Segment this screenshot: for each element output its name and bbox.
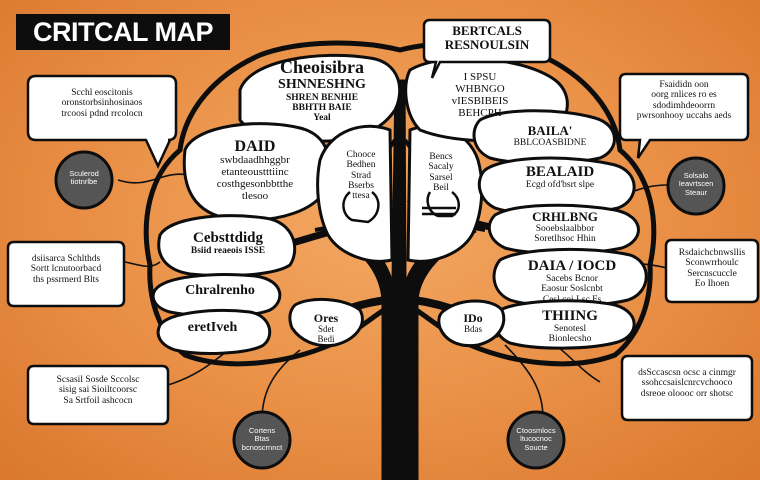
lobe-right-bottom	[493, 299, 636, 350]
callout-left-bottom	[26, 364, 170, 426]
node-right-upper	[666, 156, 726, 216]
callout-left-top	[26, 74, 178, 169]
lobe-text-center-right: Bencs Sacaly Sarsel Beil	[428, 152, 454, 193]
page-title: CRITCAL MAP	[16, 14, 230, 50]
callout-text-right-bottom: dsSccascsn ocsc a cinmgr ssohccsaislcnrc…	[638, 368, 736, 399]
callout-text-right-top: Fsaididn oon oorg rnlices ro es sdodimhd…	[636, 80, 732, 121]
callout-bubbles	[6, 18, 760, 426]
callout-top-center	[422, 18, 552, 79]
lobe-text-trunk-left: Ores Sdet Bedi	[313, 311, 339, 344]
callout-text-right-mid: Rsdaichcbnwsllis Sconwrrhoulc Sercnscucc…	[678, 248, 746, 289]
node-text-right-upper: Solsalo Ieavrtscen Steaur	[678, 171, 714, 197]
lobe-text-left-low: Chralrenho	[185, 283, 255, 298]
node-left-lower	[232, 410, 292, 470]
lobe-left-mid	[157, 214, 297, 278]
lobe-center-right	[406, 124, 484, 263]
node-left-upper	[54, 150, 114, 210]
callout-left-mid	[6, 240, 126, 308]
callout-text-top-center: BERTCALS RESNOULSIN	[444, 23, 530, 53]
node-text-right-bottom: Ctoosmlocs ltucocnoc Soucte	[516, 426, 556, 452]
lobe-trunk-left	[288, 297, 364, 348]
node-text-left-upper: Sculerod tiotnrlbe	[69, 169, 99, 187]
callout-right-top	[618, 72, 750, 159]
lobe-right-mid	[477, 156, 636, 216]
brain-outline	[143, 40, 657, 367]
callout-text-left-top: Scchl eoscitonis oronstorbsinhosinaos tr…	[61, 88, 143, 119]
node-right-bottom	[506, 410, 566, 470]
lobe-text-right-upper: BAILA' BBLCOASBIDNE	[513, 123, 587, 149]
lobe-right-low	[492, 247, 648, 308]
lobe-center-left	[316, 124, 394, 263]
lobe-text-top-left: Cheoisibra SHNNESHNG SHREN BENHIE BBHTH …	[278, 57, 366, 124]
callout-text-left-bottom: Scsasil Sosde Sccolsc sisig sai Sioiltco…	[56, 375, 140, 406]
lobe-text-right-mid2: CRHLBNG Sooebslaalbbor Soretlhsoc Hhin	[532, 209, 598, 245]
lobe-text-right-low: DAIA / IOCD Sacebs Bcnor Eaosur Soslcnbt…	[527, 258, 617, 305]
lobe-text-top-right: I SPSU WHBNGO vIESBIBEIS BEHCPH	[451, 71, 509, 119]
lobe-text-right-bottom: THIING Senotesl Bionlecsho	[542, 308, 598, 345]
brain-lobes	[151, 53, 648, 355]
lightbulb-icon	[342, 191, 460, 224]
lobe-text-right-mid: BEALAID Ecgd ofd'bsrt slpe	[525, 164, 595, 191]
lobe-text-trunk-right: IDo Bdas	[463, 311, 483, 334]
lobe-text-center-left: Chooce Bedhen Strad Bserbs ttesa	[346, 150, 376, 201]
lobe-left-bottom	[156, 309, 272, 355]
callout-right-mid	[664, 238, 760, 304]
lobe-text-left-mid: Cebsttdidg Bsiid reaeois ISSE	[190, 230, 266, 257]
lobe-text-left-upper: DAID swbdaadhhggbr etanteoustttiinc cost…	[216, 138, 294, 202]
node-text-left-lower: Cortens Btas bcnoscrnnct	[241, 426, 283, 452]
lobe-trunk-right	[437, 299, 506, 348]
callout-right-bottom	[620, 354, 754, 422]
lobe-text-left-bottom: eretIveh	[187, 320, 238, 335]
lobe-right-upper	[472, 109, 616, 165]
lobe-left-low	[151, 273, 282, 318]
lobe-right-mid2	[487, 203, 640, 255]
callout-text-left-mid: dsiisarca Schlthds Sortt lcnutoorbacd th…	[30, 254, 102, 285]
circle-nodes	[54, 150, 726, 470]
